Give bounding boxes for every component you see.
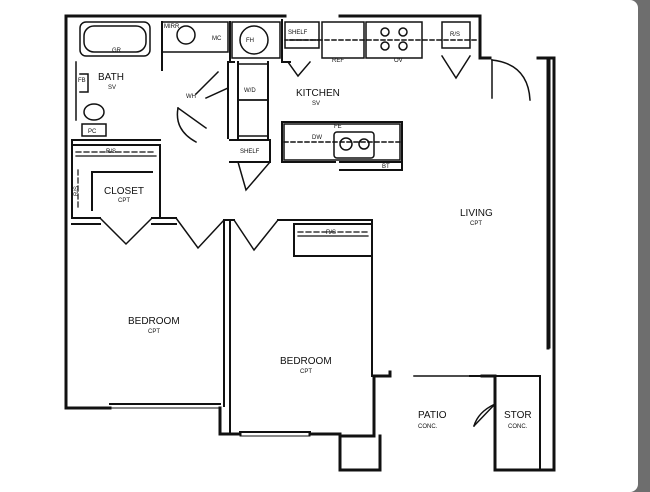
bedroom1-label: BEDROOM — [128, 316, 180, 327]
patio-label: PATIO — [418, 410, 447, 421]
bath-fixtures — [75, 21, 281, 137]
kitchen-label: KITCHEN — [296, 88, 340, 99]
fe-label: FE — [334, 124, 342, 130]
exterior-walls — [64, 14, 556, 472]
dw-label: DW — [312, 135, 322, 141]
rs-closet-label: R/S — [106, 149, 116, 155]
fixture-labels: MIRR MC GR FH SHELF SHELF REF OV R/S W/D… — [74, 24, 460, 236]
pc-label: PC — [88, 129, 97, 135]
bedroom2-floor: CPT — [300, 369, 312, 375]
living-floor: CPT — [470, 221, 482, 227]
rs-kitchen-label: R/S — [450, 32, 460, 38]
kitchen-floor: SV — [312, 101, 320, 107]
fb-label: FB — [78, 78, 86, 84]
closet-shelves — [75, 151, 369, 237]
mirror-label: MIRR — [164, 24, 180, 30]
door-swings — [98, 54, 531, 428]
bath-label: BATH — [98, 72, 124, 83]
tub-label: GR — [112, 48, 122, 54]
patio-floor: CONC. — [418, 424, 438, 430]
kitchen-fixtures — [237, 21, 479, 161]
closet-floor: CPT — [118, 198, 130, 204]
living-label: LIVING — [460, 208, 493, 219]
bath-floor: SV — [108, 85, 116, 91]
windows — [109, 59, 551, 437]
rs-bedroom2-label: R/S — [326, 230, 336, 236]
shelf-top-label: SHELF — [288, 30, 308, 36]
storage-floor: CONC. — [508, 424, 528, 430]
room-labels: BATH SV KITCHEN SV CLOSET CPT LIVING CPT… — [98, 72, 532, 430]
rs-closet-side-label: R/S — [74, 186, 80, 196]
fh-label: FH — [246, 38, 254, 44]
wd-label: W/D — [244, 88, 256, 94]
storage-label: STOR — [504, 410, 532, 421]
bt-label: BT — [382, 164, 390, 170]
bedroom1-floor: CPT — [148, 329, 160, 335]
shelf-mid-label: SHELF — [240, 149, 260, 155]
closet-label: CLOSET — [104, 186, 144, 197]
wh-label: WH — [186, 94, 196, 100]
ov-label: OV — [394, 58, 403, 64]
bedroom2-label: BEDROOM — [280, 356, 332, 367]
mc-label: MC — [212, 36, 222, 42]
ref-label: REF — [332, 58, 344, 64]
